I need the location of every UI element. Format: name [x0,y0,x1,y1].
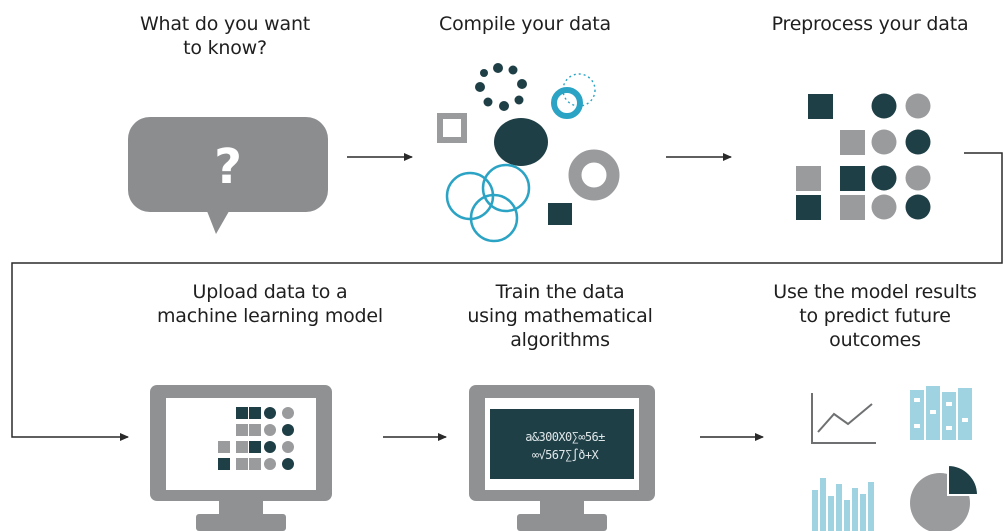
question-speech-bubble-icon: ? [128,117,328,234]
row-connector-arrow [11,152,1003,441]
heatmap-icon [910,386,972,440]
compile-data-shapes-icon [437,63,620,243]
question-mark-glyph: ? [214,139,242,195]
monitor-train-icon [469,385,655,531]
preprocess-grid-icon [796,93,931,220]
step-label-preprocess-data: Preprocess your data [771,13,969,35]
line-chart-icon [811,393,876,444]
monitor-upload-icon [150,385,332,531]
pie-chart-icon [910,463,980,531]
bar-chart-icon [812,478,874,531]
step-label-compile-data: Compile your data [439,13,611,35]
monitor-formula-text: a&300X0∑∞56±∞√567∑∫ð+X [525,430,605,462]
